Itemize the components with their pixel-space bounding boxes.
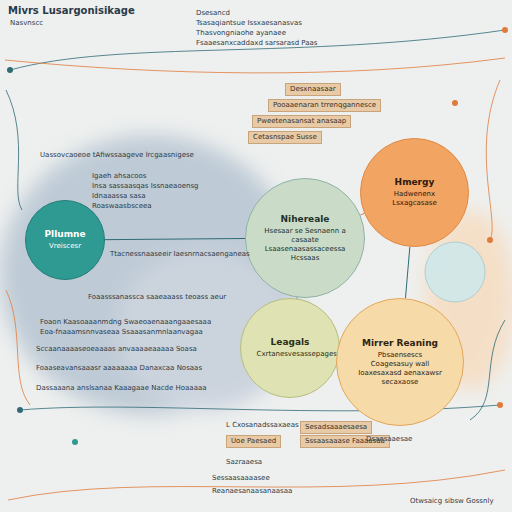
node-heading: Pweetenasansat anasaap (257, 117, 346, 126)
annotation-label: Otwsaicg sibsw Gossnly (410, 497, 494, 506)
annotation-label: Foaon Kaasoaaanmdng Swaeoaenaaangaaesaaa (40, 318, 211, 327)
node-body: Cxrtanesvesassepages (257, 350, 324, 359)
concept-circle: HmergyHadwenenx Lsxagcasase (360, 138, 469, 247)
concept-circle: PllumneVreiscesr (25, 200, 105, 280)
tag-box: Desxnaasaar (285, 83, 341, 96)
node-heading: Desxnaasaar (290, 85, 336, 94)
node-heading: Hmergy (395, 177, 435, 188)
node-heading: Sesadsaaaesaesa (305, 423, 367, 432)
diagram-title: Mivrs Lusargonisikage (8, 5, 135, 16)
tag-box: Pweetenasansat anasaap (252, 115, 351, 128)
node-body: Pbsaensescs Coagesasuy wall Ioaxesaxasd … (356, 351, 445, 387)
annotation-label: Thasvongniaohe ayanaee (196, 29, 286, 38)
annotation-label: Foaaseavansaaasr aaaaaaaa Danaxcaa Nosaa… (36, 364, 202, 373)
annotation-label: Tsasaqiantsue Issxaesanasvas (196, 19, 302, 28)
node-heading: Uoe Paesaed (231, 437, 276, 446)
node-heading: Cetasnspae Susse (253, 133, 317, 142)
tag-box: Uoe Paesaed (226, 435, 281, 448)
annotation-label: Sccaanaaaaseoeaaaas anvaaaaeaaaaa Soasa (36, 345, 197, 354)
annotation-label: Ttacnessnaaseeir Iaesnrnacsaenganeas (110, 250, 250, 259)
connector-line (405, 247, 409, 298)
tag-box: Pooaaenaran trrenqgannesce (268, 99, 381, 112)
tag-box: Sesadsaaaesaesa (300, 421, 372, 434)
concept-circle: LeagalsCxrtanesvesassepages (240, 298, 340, 398)
annotation-label: L Cxosanadssaxaeas (226, 421, 299, 430)
node-body: Vreiscesr (49, 242, 81, 251)
concept-circle: NiherealeHsesaar se Sesnaenn a casaate L… (245, 178, 365, 298)
annotation-label: Eoa-fnaaamsnnvaseaa Ssaaasanmnlaanvagaa (40, 328, 203, 337)
annotation-label: Roaswaasbsceea (92, 202, 152, 211)
annotation-label: Dassaaana anslsanaa Kaaagaae Nacde Hoaaa… (36, 384, 207, 393)
annotation-label: Nasvnscc (10, 19, 43, 28)
node-heading: Leagals (271, 337, 310, 348)
annotation-label: Dsaesaaesae (366, 435, 412, 444)
annotation-label: Idnaaassa sasa (92, 192, 146, 201)
connector-line (105, 238, 245, 239)
node-heading: Mirrer Reaning (362, 338, 438, 349)
annotation-label: Insa sassaasqas Issnaeaoensg (92, 182, 199, 191)
node-body: Hadwenenx Lsxagcasase (378, 190, 452, 208)
annotation-label: Fsaaesanxcaddaxd sarsarasd Paas (196, 39, 317, 48)
concept-circle: Mirrer ReaningPbsaensescs Coagesasuy wal… (336, 298, 464, 426)
node-heading: Pooaaenaran trrenqgannesce (273, 101, 376, 110)
tag-box: Cetasnspae Susse (248, 131, 322, 144)
node-heading: Pllumne (44, 229, 85, 240)
annotation-label: Foaasssanassca saaeaaass teoass aeur (88, 293, 226, 302)
node-heading: Nihereale (281, 214, 330, 225)
annotation-label: Uassovcaoeoe tAfiwssaageve lrcgaasnigese (40, 151, 194, 160)
annotation-label: Sazraaesa (226, 458, 262, 467)
annotation-label: Igaeh ahsacoos (92, 172, 147, 181)
annotation-label: Reanaesanaasanaasaa (212, 487, 292, 496)
node-body: Hsesaar se Sesnaenn a casaate Lsaasenaas… (264, 227, 347, 263)
annotation-label: Dsesancd (196, 9, 230, 18)
annotation-label: Sessaasaaaasee (212, 474, 270, 483)
